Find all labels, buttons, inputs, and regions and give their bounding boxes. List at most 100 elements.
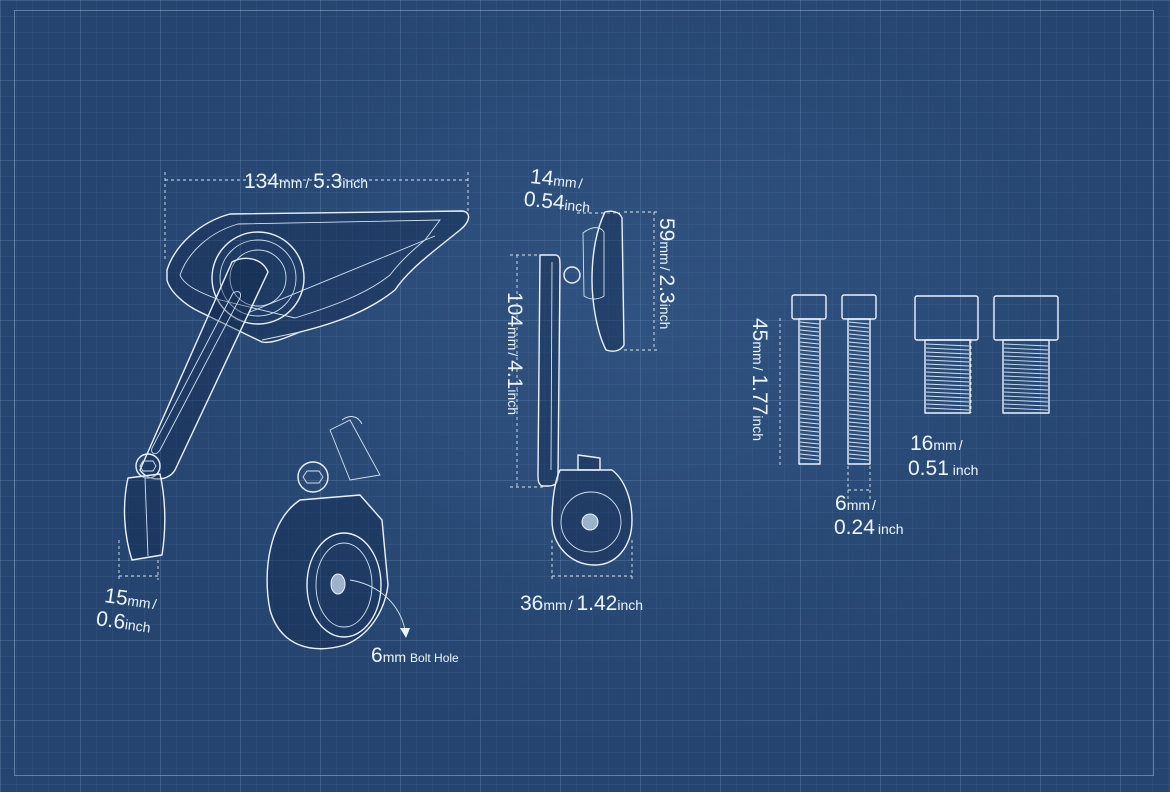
- side-clamp-bolt: [577, 454, 601, 471]
- detail-clamp-body: [266, 494, 389, 650]
- short-bolt-1-shank: [924, 339, 971, 414]
- blueprint-frame: [14, 10, 1154, 776]
- thread-line: [848, 445, 870, 449]
- short-bolt-2-head: [993, 295, 1059, 341]
- long-bolt-1-threads: [799, 321, 820, 461]
- head-height-label: 59mm/ 2.3inch: [655, 218, 678, 329]
- thread-line: [925, 407, 970, 411]
- clamp-diameter-label: 36mm/ 1.42inch: [520, 592, 643, 615]
- detail-arm-stub: [329, 419, 381, 481]
- thread-line: [799, 417, 820, 421]
- detail-bolt-hex: [302, 470, 324, 484]
- thread-line: [848, 333, 870, 337]
- thread-line: [799, 433, 820, 437]
- bolt-hole-arrow: [349, 579, 406, 631]
- thread-line: [1003, 355, 1049, 359]
- thread-line: [848, 369, 870, 373]
- thread-line: [848, 373, 870, 377]
- clamp-detail-view: [266, 416, 410, 650]
- thread-line: [925, 403, 970, 407]
- thread-line: [799, 381, 820, 385]
- thread-line: [799, 441, 820, 445]
- thread-line: [1003, 391, 1049, 395]
- thread-line: [799, 333, 820, 337]
- thread-line: [848, 425, 870, 429]
- bolts-view: [779, 294, 1059, 500]
- thread-line: [925, 383, 970, 387]
- thread-line: [848, 417, 870, 421]
- thread-line: [925, 375, 970, 379]
- arm-bolt: [135, 453, 161, 479]
- thread-line: [1003, 351, 1049, 355]
- detail-arm-cut: [341, 416, 363, 425]
- thread-line: [799, 325, 820, 329]
- long-bolt-length-label: 45mm/ 1.77inch: [748, 318, 771, 441]
- thread-line: [799, 445, 820, 449]
- thread-line: [1003, 375, 1049, 379]
- thread-line: [925, 363, 970, 367]
- thread-line: [925, 367, 970, 371]
- thread-line: [799, 397, 820, 401]
- thread-line: [799, 421, 820, 425]
- thread-line: [1003, 347, 1049, 351]
- thread-line: [799, 409, 820, 413]
- thread-line: [799, 349, 820, 353]
- clamp-split-line: [144, 477, 149, 557]
- side-joint-housing: [582, 227, 605, 300]
- thread-line: [848, 357, 870, 361]
- thread-line: [799, 321, 820, 325]
- thread-line: [848, 353, 870, 357]
- thread-line: [799, 401, 820, 405]
- thread-line: [848, 449, 870, 453]
- thread-line: [925, 391, 970, 395]
- thread-line: [799, 413, 820, 417]
- thread-line: [925, 351, 970, 355]
- side-clamp-ring: [560, 491, 622, 553]
- thread-line: [848, 405, 870, 409]
- thread-line: [848, 397, 870, 401]
- short-bolt-1-threads: [925, 343, 970, 411]
- thread-line: [799, 385, 820, 389]
- thread-line: [1003, 399, 1049, 403]
- thread-line: [925, 395, 970, 399]
- thread-line: [799, 437, 820, 441]
- detail-clamp-inner: [315, 542, 373, 628]
- thread-line: [1003, 343, 1049, 347]
- thread-line: [925, 343, 970, 347]
- thread-line: [848, 325, 870, 329]
- arm-bolt-hex: [139, 460, 157, 472]
- mirror-arm-slot: [151, 291, 241, 455]
- thread-line: [848, 433, 870, 437]
- thread-line: [848, 377, 870, 381]
- short-bolt-2-shank: [1002, 339, 1050, 414]
- thread-line: [925, 347, 970, 351]
- mirror-depth-label: 14mm/ 0.54inch: [523, 165, 592, 218]
- thread-line: [925, 399, 970, 403]
- mirror-joint-hub: [229, 249, 287, 307]
- thread-line: [848, 409, 870, 413]
- thread-line: [848, 337, 870, 341]
- thread-line: [799, 357, 820, 361]
- short-bolt-2-threads: [1003, 343, 1049, 411]
- thread-line: [1003, 407, 1049, 411]
- thread-line: [799, 329, 820, 333]
- thread-line: [799, 393, 820, 397]
- mirror-front-view: [118, 172, 470, 580]
- short-bolt-length-label: 16mm/ 0.51 inch: [908, 432, 978, 480]
- thread-line: [848, 321, 870, 325]
- svg-text:0.54inch: 0.54inch: [523, 188, 592, 218]
- detail-clamp-face: [306, 532, 382, 638]
- thread-line: [848, 361, 870, 365]
- thread-line: [848, 413, 870, 417]
- mirror-joint-inner: [219, 239, 297, 317]
- thread-line: [799, 337, 820, 341]
- svg-text:15mm/: 15mm/: [103, 584, 158, 614]
- thread-line: [1003, 403, 1049, 407]
- svg-text:14mm/: 14mm/: [529, 165, 584, 193]
- short-bolt-1-head: [914, 295, 979, 341]
- mirror-glass-outline: [179, 219, 441, 319]
- thread-line: [848, 329, 870, 333]
- svg-text:0.6inch: 0.6inch: [95, 607, 153, 637]
- thread-line: [799, 449, 820, 453]
